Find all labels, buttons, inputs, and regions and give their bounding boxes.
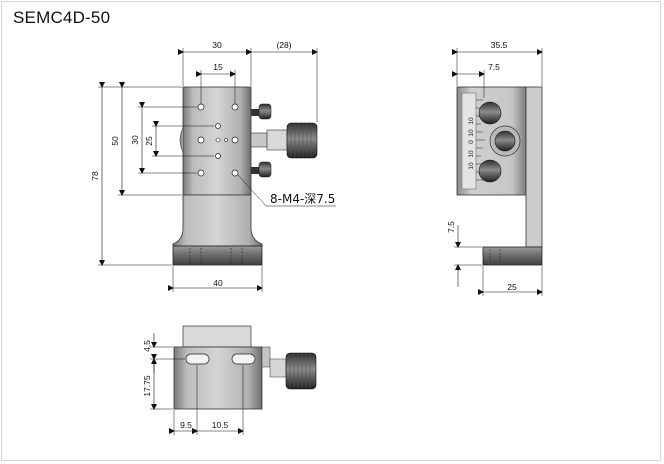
- mounting-slots: [185, 353, 256, 365]
- dim-top-offset: (28): [276, 40, 291, 50]
- drawing-title: SEMC4D-50: [13, 8, 111, 27]
- dim-total-height: 78: [90, 171, 100, 181]
- front-base: [172, 245, 263, 266]
- side-view: 10 10 0 10 10: [446, 40, 543, 296]
- scale-label-2: 10: [468, 129, 475, 137]
- dim-base-depth: 25: [507, 282, 517, 292]
- thread-note: 8-M4-深7.5: [270, 192, 335, 206]
- front-view: 30 (28) 15 78 50 30 25 40 8-M4-深7.5: [90, 40, 336, 292]
- scale-label-5: 10: [468, 162, 475, 170]
- dim-hole-spacing-x: 15: [213, 62, 223, 72]
- dim-hole-span-y: 30: [130, 135, 140, 145]
- micrometer-knob: [250, 122, 318, 159]
- side-knobs: [478, 101, 521, 183]
- dim-total-depth: 35.5: [491, 40, 508, 50]
- dim-base-width: 40: [213, 278, 223, 288]
- bottom-view: 4.5 17.75 9.5 10.5: [142, 325, 317, 435]
- scale-label-1: 10: [468, 117, 475, 125]
- lock-screws: [251, 103, 272, 178]
- front-neck: [172, 194, 263, 247]
- scale-label-4: 10: [468, 150, 475, 158]
- dim-base-height: 7.5: [446, 221, 456, 233]
- scale-label-3: 0: [468, 140, 475, 144]
- dim-hole-span-y-inner: 25: [144, 136, 154, 146]
- dim-edge-offset: 4.5: [142, 340, 152, 352]
- dim-slot-x2: 10.5: [212, 420, 229, 430]
- dim-slot-x1: 9.5: [180, 420, 192, 430]
- dim-body-height: 50: [110, 136, 120, 146]
- dim-scale-offset: 7.5: [488, 62, 500, 72]
- dim-slot-height: 17.75: [142, 375, 152, 397]
- dim-top-width: 30: [212, 40, 222, 50]
